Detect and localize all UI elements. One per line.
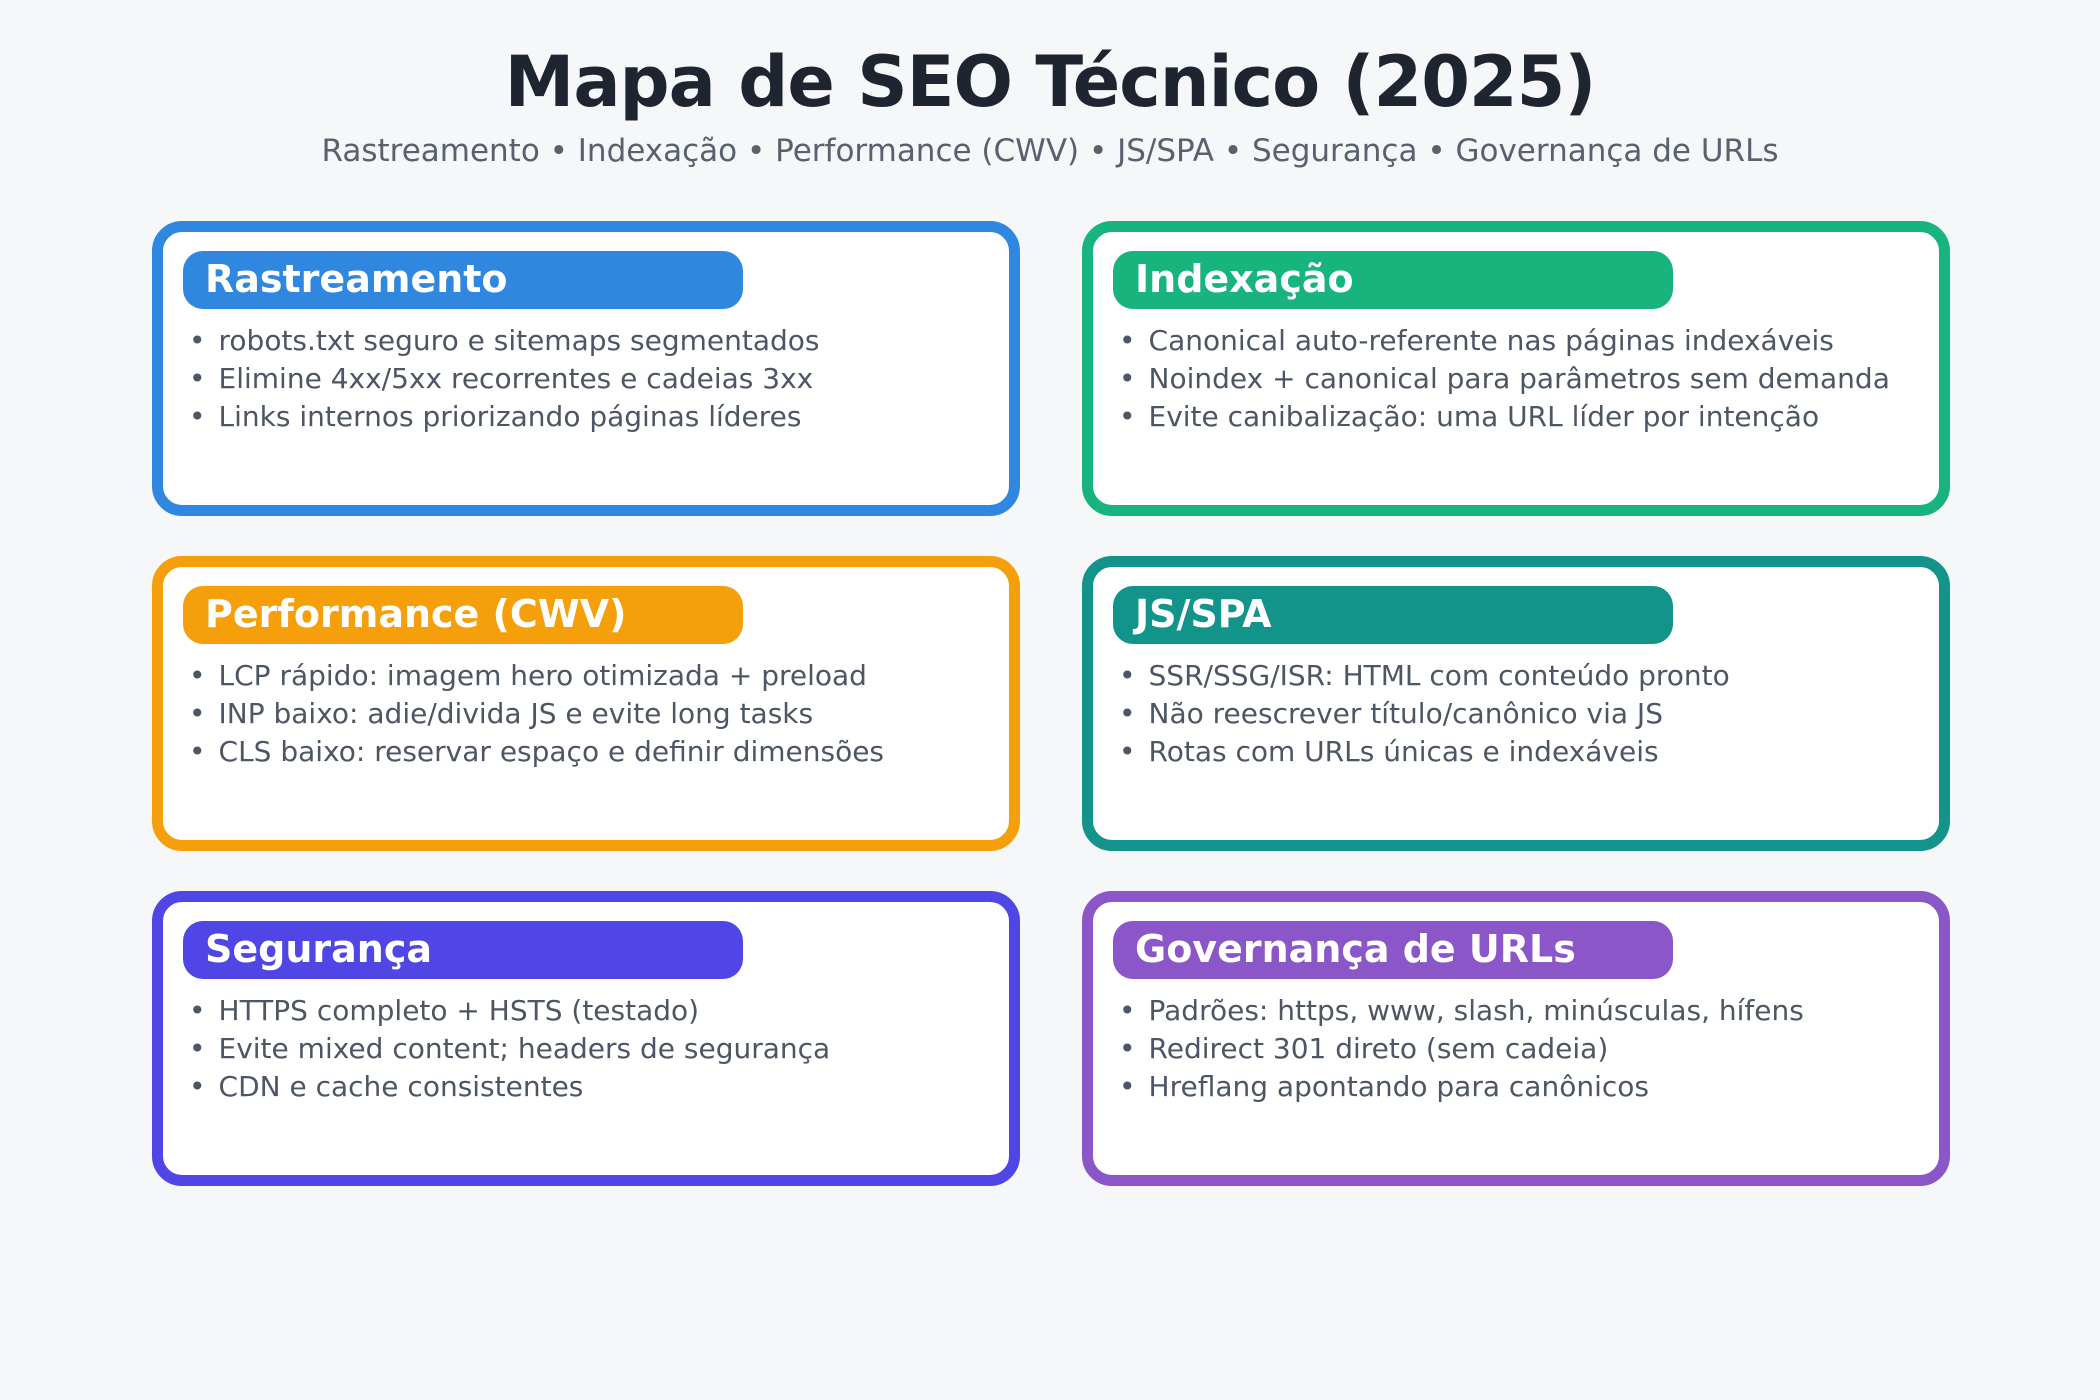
page-subtitle: Rastreamento • Indexação • Performance (…	[321, 132, 1779, 169]
bullet-item: Noindex + canonical para parâmetros sem …	[1119, 360, 1915, 398]
cards-grid: Rastreamento robots.txt seguro e sitemap…	[152, 220, 1950, 1186]
bullet-item: Rotas com URLs únicas e indexáveis	[1119, 733, 1915, 771]
bullet-item: Evite mixed content; headers de seguranç…	[189, 1030, 985, 1068]
card-header-pill: Segurança	[183, 920, 743, 979]
card-title: Indexação	[1135, 256, 1354, 301]
bullet-item: LCP rápido: imagem hero otimizada + prel…	[189, 657, 985, 695]
bullet-list: LCP rápido: imagem hero otimizada + prel…	[183, 657, 985, 771]
bullet-item: Elimine 4xx/5xx recorrentes e cadeias 3x…	[189, 360, 985, 398]
bullet-item: Padrões: https, www, slash, minúsculas, …	[1119, 992, 1915, 1030]
card-header-pill: Rastreamento	[183, 250, 743, 309]
bullet-list: SSR/SSG/ISR: HTML com conteúdo pronto Nã…	[1113, 657, 1915, 771]
bullet-item: HTTPS completo + HSTS (testado)	[189, 992, 985, 1030]
card-performance-cwv: Performance (CWV) LCP rápido: imagem her…	[152, 555, 1020, 851]
bullet-item: Não reescrever título/canônico via JS	[1119, 695, 1915, 733]
page-header: Mapa de SEO Técnico (2025) Rastreamento …	[0, 0, 2100, 169]
card-header-pill: Performance (CWV)	[183, 585, 743, 644]
bullet-item: Links internos priorizando páginas líder…	[189, 398, 985, 436]
bullet-item: Redirect 301 direto (sem cadeia)	[1119, 1030, 1915, 1068]
card-seguranca: Segurança HTTPS completo + HSTS (testado…	[152, 890, 1020, 1186]
bullet-item: CDN e cache consistentes	[189, 1068, 985, 1106]
bullet-list: robots.txt seguro e sitemaps segmentados…	[183, 322, 985, 436]
card-governanca-urls: Governança de URLs Padrões: https, www, …	[1082, 890, 1950, 1186]
bullet-item: robots.txt seguro e sitemaps segmentados	[189, 322, 985, 360]
bullet-item: Evite canibalização: uma URL líder por i…	[1119, 398, 1915, 436]
card-title: Governança de URLs	[1135, 926, 1576, 971]
card-rastreamento: Rastreamento robots.txt seguro e sitemap…	[152, 220, 1020, 516]
card-title: Rastreamento	[205, 256, 508, 301]
card-title: Segurança	[205, 926, 432, 971]
bullet-item: CLS baixo: reservar espaço e definir dim…	[189, 733, 985, 771]
card-indexacao: Indexação Canonical auto-referente nas p…	[1082, 220, 1950, 516]
card-js-spa: JS/SPA SSR/SSG/ISR: HTML com conteúdo pr…	[1082, 555, 1950, 851]
bullet-item: Hreflang apontando para canônicos	[1119, 1068, 1915, 1106]
card-title: JS/SPA	[1135, 591, 1272, 636]
card-title: Performance (CWV)	[205, 591, 627, 636]
bullet-item: INP baixo: adie/divida JS e evite long t…	[189, 695, 985, 733]
card-header-pill: Governança de URLs	[1113, 920, 1673, 979]
card-header-pill: Indexação	[1113, 250, 1673, 309]
bullet-list: Canonical auto-referente nas páginas ind…	[1113, 322, 1915, 436]
page-title: Mapa de SEO Técnico (2025)	[504, 41, 1597, 123]
card-header-pill: JS/SPA	[1113, 585, 1673, 644]
bullet-list: Padrões: https, www, slash, minúsculas, …	[1113, 992, 1915, 1106]
bullet-list: HTTPS completo + HSTS (testado) Evite mi…	[183, 992, 985, 1106]
bullet-item: Canonical auto-referente nas páginas ind…	[1119, 322, 1915, 360]
bullet-item: SSR/SSG/ISR: HTML com conteúdo pronto	[1119, 657, 1915, 695]
